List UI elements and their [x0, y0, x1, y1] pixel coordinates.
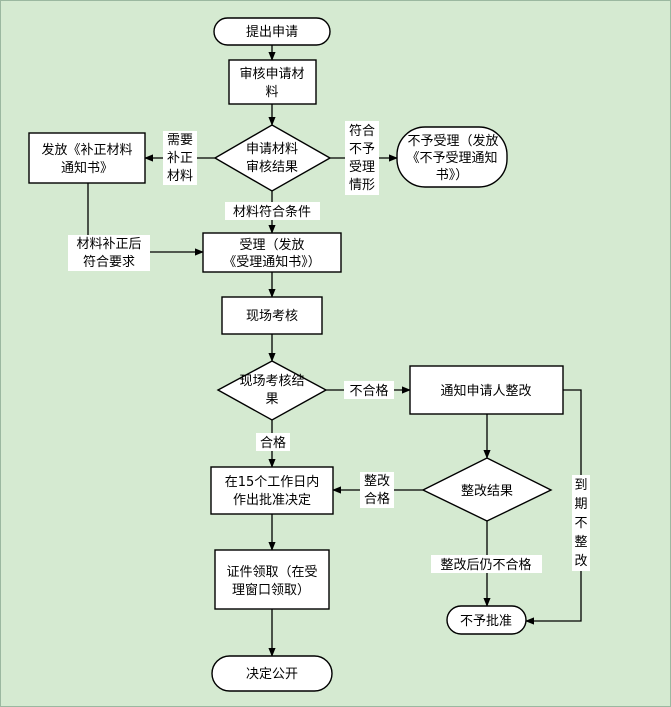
label-need-supplement-2: 补正: [167, 151, 193, 166]
node-notify-fix-text: 通知申请人整改: [440, 383, 531, 399]
label-fix-pass-1: 整改: [364, 474, 390, 489]
node-notify-fix-box: [409, 365, 564, 415]
node-review-text-1: 审核申请材: [239, 67, 304, 82]
label-fix-pass-2: 合格: [364, 491, 390, 507]
node-fix-result-diamond: [421, 457, 553, 522]
node-reject-terminator: [396, 126, 508, 188]
node-submit-text: 提出申请: [246, 24, 298, 40]
node-certificate-text-1: 证件领取（在受: [226, 565, 317, 580]
node-supplement-text-1: 发放《补正材料: [41, 142, 132, 158]
node-review-result-text-2: 审核结果: [246, 160, 298, 175]
node-review-text-2: 料: [265, 85, 278, 100]
edge-labels: 需要 补正 材料 符合 不予 受理 情形 材料符合条件 材料补正后 符合要求 不…: [68, 121, 590, 573]
nodes: 提出申请 审核申请材 料 申请材料 审核结果 发放《补正材料 通知书》 不予受理…: [28, 17, 564, 692]
node-supplement-text-2: 通知书》: [61, 160, 113, 176]
label-expired-5: 改: [574, 554, 587, 569]
label-need-supplement-3: 材料: [167, 169, 193, 184]
node-supplement-box: [28, 132, 146, 184]
node-reject-text-2: 《不予受理通知: [406, 150, 497, 166]
node-certificate-text-2: 理窗口领取）: [232, 582, 310, 598]
label-not-eligible-4: 情形: [349, 178, 375, 193]
node-submit-terminator: [213, 17, 331, 46]
node-accept-box: [202, 232, 342, 273]
node-reject-text-1: 不予受理（发放: [407, 133, 498, 149]
node-site-result-diamond: [216, 360, 328, 421]
node-reject-text-3: 书》）: [436, 168, 469, 183]
label-expired-4: 整: [574, 535, 587, 550]
node-site-result-text-1: 现场考核结: [239, 374, 304, 389]
node-review-result-text-1: 申请材料: [246, 142, 298, 157]
label-expired-2: 期: [574, 497, 587, 512]
label-not-eligible-3: 受理: [349, 160, 375, 175]
node-decision-box: [210, 466, 334, 515]
node-site-result-text-2: 果: [265, 392, 278, 407]
label-not-eligible-1: 符合: [349, 123, 375, 139]
node-fix-result-text: 整改结果: [461, 484, 513, 499]
label-expired-1: 到: [574, 478, 587, 493]
node-decision-text-2: 作出批准决定: [233, 493, 311, 508]
node-review-box: [228, 59, 317, 105]
label-expired-3: 不: [574, 516, 587, 531]
node-publish-text: 决定公开: [246, 667, 298, 682]
node-publish-terminator: [211, 655, 333, 692]
label-materials-ok: 材料符合条件: [233, 204, 311, 220]
label-fix-fail: 整改后仍不合格: [440, 557, 531, 573]
node-review-result-diamond: [213, 124, 332, 192]
node-accept-text-1: 受理（发放: [239, 237, 304, 253]
node-certificate-box: [214, 549, 330, 610]
label-pass: 合格: [260, 435, 286, 451]
label-fail: 不合格: [349, 383, 388, 399]
node-not-approved-text: 不予批准: [460, 614, 512, 629]
node-site-check-text: 现场考核: [246, 309, 298, 324]
node-decision-text-1: 在15个工作日内: [225, 474, 320, 490]
label-not-eligible-2: 不予: [349, 142, 375, 157]
node-accept-text-2: 《受理通知书》）: [223, 254, 321, 270]
label-supplement-ok-1: 材料补正后: [76, 237, 141, 252]
node-site-check-box: [221, 296, 323, 335]
label-need-supplement-1: 需要: [167, 133, 193, 148]
node-not-approved-terminator: [446, 605, 527, 635]
label-supplement-ok-2: 符合要求: [83, 254, 135, 270]
